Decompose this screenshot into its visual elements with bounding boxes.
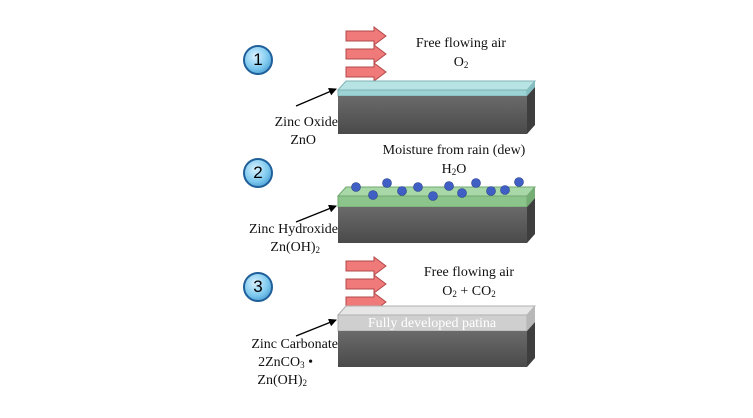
zinc-metal-1-side bbox=[527, 87, 535, 134]
pointer-arrow-1 bbox=[295, 88, 337, 107]
gas-o: O bbox=[442, 284, 453, 299]
panel-3-formula-line-1: 2ZnCO3 • bbox=[258, 355, 313, 373]
panel-1-air-label: Free flowing air bbox=[415, 36, 507, 51]
panel-1-compound-name: Zinc Oxide bbox=[274, 115, 338, 130]
panel-1-gas-formula: O2 bbox=[396, 55, 526, 73]
water-droplet bbox=[397, 186, 407, 196]
gas-o-subscript: 2 bbox=[452, 289, 457, 299]
gas-co-subscript: 2 bbox=[491, 289, 496, 299]
water-h: H bbox=[441, 162, 452, 177]
air-flow-arrow-3b bbox=[345, 274, 387, 294]
water-droplets bbox=[351, 177, 524, 201]
zinc-metal-3 bbox=[338, 331, 527, 367]
water-droplet bbox=[486, 186, 496, 196]
carbonate-formula-sub: 3 bbox=[300, 360, 305, 370]
carbonate-hydroxide-main: Zn(OH) bbox=[257, 373, 303, 388]
zinc-hydroxide-layer-side bbox=[527, 187, 535, 207]
panel-3-gas-formula: O2 + CO2 bbox=[404, 284, 534, 302]
carbonate-hydroxide-sub: 2 bbox=[302, 378, 308, 388]
pointer-arrow-2 bbox=[295, 204, 337, 223]
panel-3-formula-line-2: Zn(OH)2 bbox=[257, 373, 307, 391]
gas-co: + CO bbox=[456, 284, 492, 299]
water-droplet bbox=[444, 181, 454, 191]
step-1-badge: 1 bbox=[243, 45, 273, 75]
air-flow-arrow-3a bbox=[345, 256, 387, 276]
air-flow-arrow-1b bbox=[345, 44, 387, 64]
carbonate-formula-main: 2ZnCO bbox=[258, 355, 301, 370]
water-droplet bbox=[368, 190, 378, 200]
patina-layer-side bbox=[527, 306, 535, 331]
zinc-oxide-layer-side bbox=[527, 81, 535, 96]
panel-2-compound-formula: Zn(OH)2 bbox=[270, 240, 320, 258]
water-subscript: 2 bbox=[451, 167, 457, 177]
patina-layer-top bbox=[336, 305, 537, 316]
water-droplet bbox=[471, 178, 481, 188]
pointer-arrow-3 bbox=[295, 318, 337, 337]
panel-1-air-arrows bbox=[345, 26, 387, 82]
panel-1-compound-formula: ZnO bbox=[290, 133, 316, 148]
water-droplet bbox=[382, 178, 392, 188]
air-flow-arrow-1c bbox=[345, 62, 387, 82]
air-flow-arrow-1a bbox=[345, 26, 387, 46]
zinc-oxide-layer-top bbox=[336, 80, 537, 91]
gas-subscript: 2 bbox=[463, 60, 469, 70]
panel-3-metal-slab: Fully developed patina bbox=[336, 305, 537, 367]
step-3-badge: 3 bbox=[243, 272, 273, 302]
water-o: O bbox=[456, 162, 467, 177]
panel-1-metal-slab bbox=[336, 80, 537, 134]
gas-symbol: O bbox=[453, 55, 464, 70]
panel-3-compound-name: Zinc Carbonate bbox=[251, 337, 338, 352]
hydroxide-formula-main: Zn(OH) bbox=[270, 240, 316, 255]
water-droplet bbox=[500, 185, 510, 195]
panel-3-air-label: Free flowing air bbox=[423, 265, 515, 280]
hydroxide-formula-sub: 2 bbox=[315, 245, 321, 255]
zinc-metal-2-side bbox=[527, 198, 535, 243]
zinc-metal-2 bbox=[338, 207, 527, 243]
zinc-metal-1 bbox=[338, 96, 527, 134]
carbonate-formula-dot: • bbox=[304, 355, 313, 370]
water-droplet bbox=[514, 177, 524, 187]
step-2-badge: 2 bbox=[243, 158, 273, 188]
zinc-metal-3-side bbox=[527, 322, 535, 367]
water-droplet bbox=[413, 182, 423, 192]
water-droplet bbox=[428, 191, 438, 201]
patina-label: Fully developed patina bbox=[368, 316, 497, 331]
zinc-oxide-layer bbox=[337, 89, 528, 97]
panel-2-compound-name: Zinc Hydroxide bbox=[248, 222, 338, 237]
panel-2-moisture-label: Moisture from rain (dew) bbox=[382, 143, 526, 158]
panel-3-air-arrows bbox=[345, 256, 387, 312]
water-droplet bbox=[457, 188, 467, 198]
panel-2-water-formula: H2O bbox=[364, 162, 544, 180]
water-droplet bbox=[351, 182, 361, 192]
